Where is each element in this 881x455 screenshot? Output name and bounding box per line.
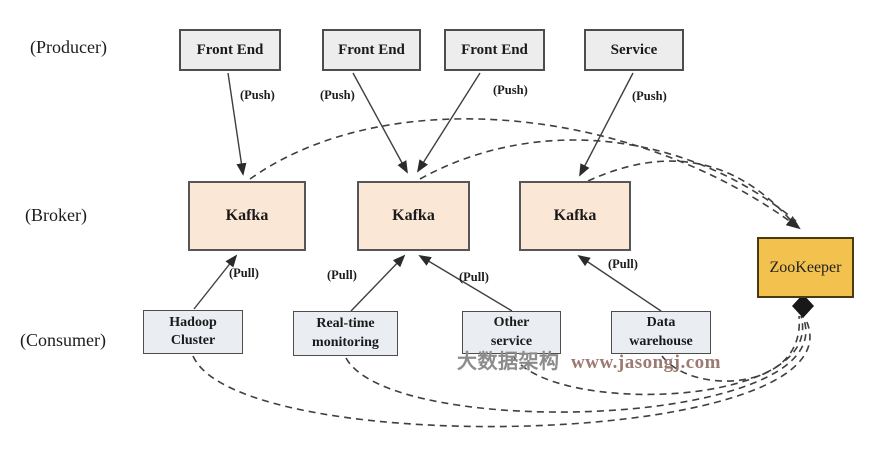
broker-box-kafka-3: Kafka (519, 181, 631, 251)
watermark-url-text: www.jasongj.com (571, 352, 721, 373)
dashed-kafka3-to-zookeeper (587, 160, 795, 225)
consumer-box-label: Data warehouse (629, 314, 693, 350)
push-label-1: (Push) (240, 88, 275, 102)
pull-label-1: (Pull) (229, 266, 259, 280)
dashed-datawarehouse-to-zookeeper (661, 315, 800, 382)
consumer-label-line2: Cluster (170, 333, 216, 348)
watermark-chinese-text: 大数据架构 (457, 351, 560, 373)
producer-box-service: Service (584, 29, 684, 71)
broker-box-kafka-1: Kafka (188, 181, 306, 251)
consumer-box-other-service: Other service (462, 311, 561, 354)
pull-label-4: (Pull) (608, 257, 638, 271)
pull-label-3: (Pull) (459, 270, 489, 284)
arrow-frontend1-to-kafka1 (227, 72, 247, 176)
producer-box-front-end-2: Front End (322, 29, 421, 71)
consumer-label-line1: Hadoop (169, 314, 217, 330)
producer-box-front-end-3: Front End (444, 29, 545, 71)
dashed-kafka2-to-zookeeper (419, 139, 797, 222)
consumer-label-line2: service (490, 333, 533, 349)
consumer-label-line2: monitoring (312, 334, 379, 350)
pull-label-2: (Pull) (327, 268, 357, 282)
arrow-service-to-kafka3 (579, 72, 634, 177)
broker-box-kafka-2: Kafka (357, 181, 470, 251)
watermark: 大数据架构 www.jasongj.com (457, 345, 721, 374)
consumer-box-label: Real-time monitoring (312, 315, 379, 351)
consumer-box-realtime-monitoring: Real-time monitoring (293, 311, 398, 356)
arrow-frontend3-to-kafka2 (416, 72, 481, 173)
consumer-label-line1: Other (493, 315, 530, 331)
push-label-4: (Push) (632, 89, 667, 103)
dashed-otherservice-to-zookeeper (512, 315, 804, 396)
zookeeper-box: ZooKeeper (757, 237, 854, 298)
arrow-realtime-to-kafka2 (350, 254, 406, 312)
arrow-datawarehouse-to-kafka3 (577, 254, 662, 312)
dashed-kafka1-to-zookeeper (249, 118, 801, 230)
arrow-otherservice-to-kafka2 (418, 255, 513, 312)
consumer-box-label: Other service (491, 314, 532, 350)
row-label-consumer: (Consumer) (20, 330, 106, 350)
producer-box-front-end-1: Front End (179, 29, 281, 71)
consumer-box-hadoop-cluster: Hadoop Cluster (143, 310, 243, 354)
zookeeper-bottom-diamond (792, 294, 814, 318)
consumer-box-label: Hadoop Cluster (169, 314, 216, 350)
consumer-box-data-warehouse: Data warehouse (611, 311, 711, 354)
dashed-hadoop-to-zookeeper (192, 317, 811, 428)
arrow-frontend2-to-kafka2 (352, 72, 408, 174)
row-label-broker: (Broker) (25, 205, 87, 225)
arrow-hadoop-to-kafka1 (193, 254, 238, 310)
push-label-2: (Push) (320, 88, 355, 102)
consumer-label-line2: warehouse (629, 333, 693, 349)
consumer-label-line1: Real-time (316, 316, 375, 332)
push-label-3: (Push) (493, 83, 528, 97)
dashed-realtime-to-zookeeper (345, 316, 807, 413)
consumer-label-line1: Data (646, 315, 676, 331)
row-label-producer: (Producer) (30, 37, 107, 57)
